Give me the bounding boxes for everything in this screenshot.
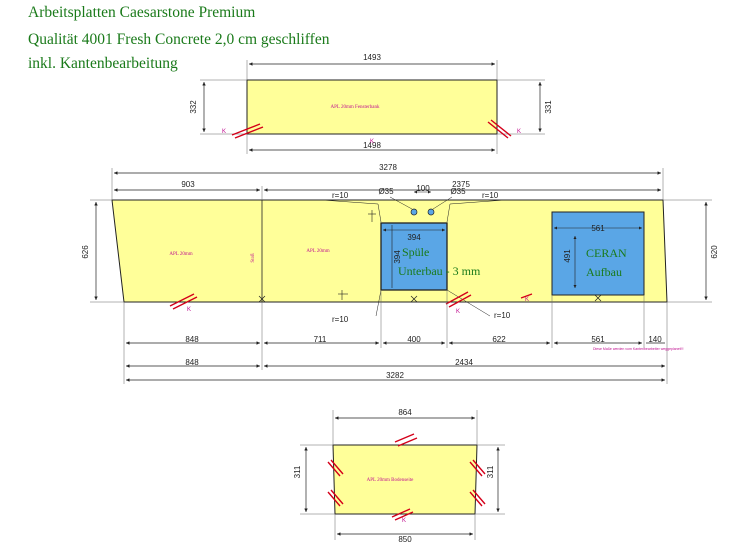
hob-height: 491 — [563, 249, 572, 263]
main-k-right: K — [525, 297, 529, 303]
bottom-dim-top: 864 — [398, 408, 412, 417]
main-dim-right-top: 2375 — [452, 180, 470, 189]
top-dim-left: 332 — [189, 100, 198, 114]
top-dim-right: 331 — [544, 100, 553, 114]
dim-row2-1: 2434 — [455, 358, 473, 367]
title-line-2: Qualität 4001 Fresh Concrete 2,0 cm gesc… — [28, 31, 330, 48]
dim-row1-3: 622 — [492, 335, 506, 344]
title-line-3: inkl. Kantenbearbeitung — [28, 55, 178, 72]
title-line-1: Arbeitsplatten Caesarstone Premium — [28, 4, 256, 21]
hob-width: 561 — [591, 224, 605, 233]
r-top-left: r=10 — [332, 191, 349, 200]
hole-spacing: 100 — [416, 184, 430, 193]
r-bottom-left: r=10 — [332, 315, 349, 324]
sink-height: 394 — [393, 250, 402, 264]
main-dim-total-bottom: 3282 — [386, 371, 404, 380]
joint-label: Stoß — [251, 253, 256, 263]
top-dim-bottom: 1498 — [363, 141, 381, 150]
hob-label-2: Aufbau — [586, 265, 622, 279]
main-k-left: K — [187, 307, 191, 313]
main-piece: Stoß APL 20mm APL 20mm 394 394 Spüle Unt… — [81, 163, 719, 384]
dim-row2-0: 848 — [185, 358, 199, 367]
r-bottom-right: r=10 — [494, 311, 511, 320]
top-k-bottom: K — [370, 139, 374, 145]
dim-row1-0: 848 — [185, 335, 199, 344]
bottom-dim-left: 311 — [293, 465, 302, 478]
bottom-dim-right: 311 — [486, 465, 495, 478]
tap-hole-right — [427, 208, 435, 216]
top-piece: 1493 1498 332 331 APL 20mm Fensterbank K… — [189, 53, 553, 154]
r-top-right: r=10 — [482, 191, 499, 200]
main-k-mid: K — [456, 309, 460, 315]
hob-cutout — [551, 211, 645, 296]
bottom-dim-bottom: 850 — [398, 535, 412, 544]
dim-row1-4: 561 — [591, 335, 605, 344]
main-dim-total-top: 3278 — [379, 163, 397, 172]
tap-hole-left — [410, 208, 418, 216]
dim-row1-1: 711 — [314, 335, 327, 344]
bottom-k-bottom: K — [402, 518, 406, 524]
main-dim-left: 626 — [81, 245, 90, 259]
bottom-slab-label: APL 20mm Bodenseite — [367, 478, 415, 483]
main-dim-left-top: 903 — [181, 180, 195, 189]
top-k-right: K — [517, 129, 521, 135]
sink-label-1: Spüle — [402, 245, 429, 259]
sink-label-2: Unterbau - 3 mm — [398, 264, 481, 278]
edge-note: Diese Maße werden vom Kantenbearbeiter w… — [593, 347, 683, 351]
top-k-left: K — [222, 129, 226, 135]
top-dim-top: 1493 — [363, 53, 381, 62]
hole-left-dia: Ø35 — [378, 187, 394, 196]
main-label-left: APL 20mm — [169, 252, 192, 257]
top-slab-label: APL 20mm Fensterbank — [331, 105, 380, 110]
sink-width: 394 — [407, 233, 421, 242]
dim-row1-5: 140 — [648, 335, 662, 344]
bottom-piece: 864 850 311 311 APL 20mm Bodenseite K — [293, 408, 505, 544]
dim-row1-2: 400 — [407, 335, 421, 344]
main-dim-right: 620 — [710, 245, 719, 259]
hob-label-1: CERAN — [586, 246, 627, 260]
main-label-mid: APL 20mm — [306, 249, 329, 254]
